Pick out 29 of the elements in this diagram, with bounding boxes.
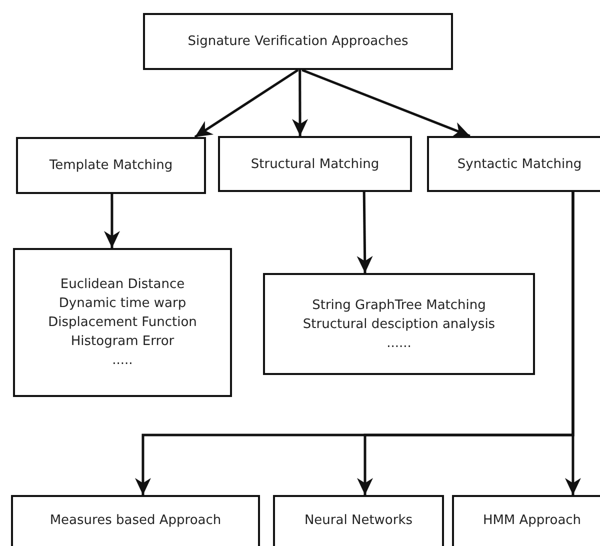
category-box bbox=[16, 137, 206, 194]
box-label: Structural desciption analysis bbox=[302, 316, 496, 334]
box-label: ...... bbox=[386, 334, 412, 352]
category-box bbox=[427, 136, 600, 192]
box-label: Dynamic time warp bbox=[58, 295, 186, 313]
category-box bbox=[11, 495, 260, 546]
category-box bbox=[13, 248, 232, 397]
box-label: Structural Matching bbox=[250, 156, 380, 174]
box-label: Displacement Function bbox=[48, 314, 197, 332]
box-label: Euclidean Distance bbox=[60, 276, 185, 294]
box-label: Signature Verification Approaches bbox=[188, 33, 408, 51]
category-box bbox=[263, 273, 535, 375]
box-label: Template Matching bbox=[49, 157, 173, 175]
box-label: Syntactic Matching bbox=[457, 156, 582, 174]
box-label: ..... bbox=[112, 352, 133, 370]
arrow bbox=[564, 192, 581, 495]
box-label: Histogram Error bbox=[70, 333, 174, 351]
box-label: Measures based Approach bbox=[50, 512, 222, 530]
box-label: Neural Networks bbox=[304, 512, 413, 530]
arrow bbox=[194, 68, 299, 138]
box-label: String GraphTree Matching bbox=[312, 296, 486, 314]
arrow bbox=[104, 194, 120, 248]
arrow bbox=[292, 70, 308, 136]
box-label: HMM Approach bbox=[482, 512, 582, 530]
arrow bbox=[356, 192, 373, 274]
arrow bbox=[302, 68, 470, 138]
category-box bbox=[273, 495, 444, 546]
category-box bbox=[143, 13, 453, 70]
category-box bbox=[218, 136, 412, 192]
